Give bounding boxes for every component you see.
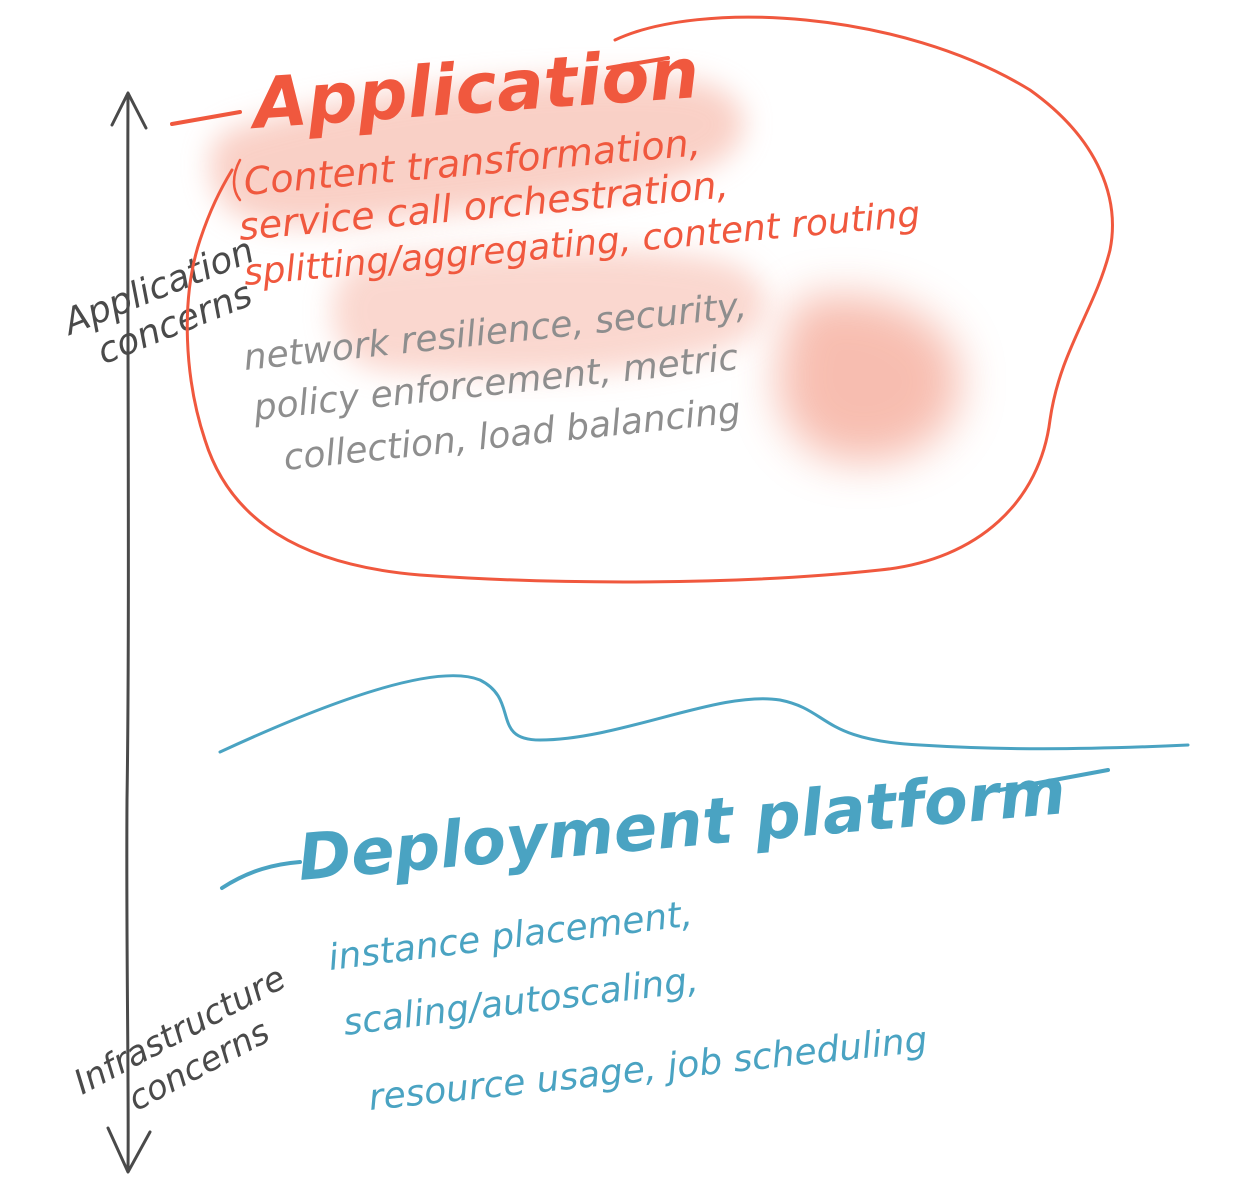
highlight-blob-middle: [332, 248, 765, 376]
platform-dash-right: [998, 768, 1110, 792]
highlight-wash: [210, 77, 960, 462]
application-bracket: [232, 158, 242, 202]
application-dash-right: [606, 56, 670, 70]
platform-boundary-wave: [218, 674, 1190, 754]
platform-concerns: instance placement, scaling/autoscaling,…: [326, 894, 929, 1119]
platform-dash-left: [220, 860, 302, 890]
platform-concern-line-2: scaling/autoscaling,: [341, 960, 700, 1044]
platform-header: Deployment platform: [220, 755, 1110, 896]
application-boundary: [185, 15, 1114, 584]
application-dash-left: [170, 110, 242, 126]
highlight-blob-top: [210, 77, 744, 226]
axis-arrowhead-up: [110, 91, 148, 130]
axis-label-bottom: Infrastructure concerns: [67, 958, 292, 1119]
network-concerns: network resilience, security, policy enf…: [242, 285, 749, 479]
axis-arrowhead-down: [106, 1126, 152, 1174]
platform-concern-line-3: resource usage, job scheduling: [367, 1019, 930, 1118]
concerns-axis: [106, 91, 152, 1174]
platform-title: Deployment platform: [295, 755, 1069, 896]
highlight-blob-right: [777, 294, 960, 462]
axis-line: [125, 93, 130, 1172]
